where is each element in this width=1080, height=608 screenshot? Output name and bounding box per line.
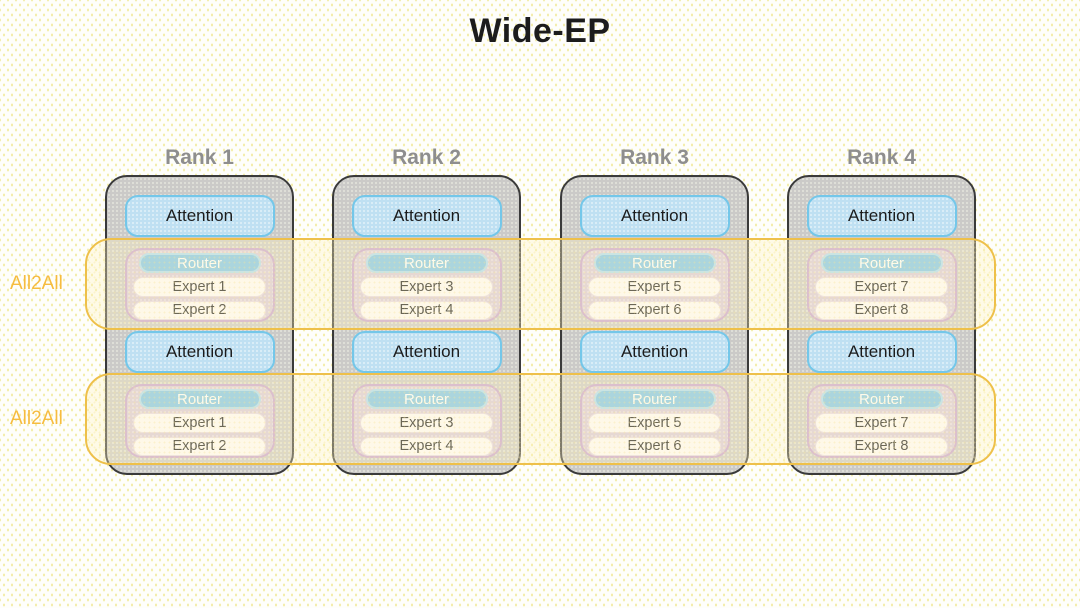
attention-block: Attention (124, 331, 275, 373)
all2all-label-top: All2All (10, 273, 63, 294)
expert-pill: Expert 3 (360, 277, 493, 297)
expert-pill: Expert 8 (815, 300, 948, 320)
moe-group: Router Expert 7 Expert 8 (806, 384, 957, 458)
attention-block: Attention (806, 331, 957, 373)
moe-group: Router Expert 5 Expert 6 (579, 248, 730, 322)
expert-pill: Expert 6 (588, 300, 721, 320)
attention-block: Attention (124, 195, 275, 237)
rank-title: Rank 4 (847, 146, 916, 169)
attention-block: Attention (579, 195, 730, 237)
rank-box: Attention Router Expert 1 Expert 2 Atten… (105, 175, 294, 475)
rank-column-1: Rank 1 Attention Router Expert 1 Expert … (105, 146, 294, 475)
rank-column-2: Rank 2 Attention Router Expert 3 Expert … (332, 146, 521, 475)
moe-group: Router Expert 1 Expert 2 (124, 248, 275, 322)
moe-group: Router Expert 3 Expert 4 (351, 248, 502, 322)
expert-pill: Expert 5 (588, 413, 721, 433)
moe-group: Router Expert 1 Expert 2 (124, 384, 275, 458)
rank-title: Rank 2 (392, 146, 461, 169)
expert-pill: Expert 7 (815, 413, 948, 433)
expert-pill: Expert 1 (133, 277, 266, 297)
attention-block: Attention (806, 195, 957, 237)
expert-pill: Expert 8 (815, 436, 948, 456)
router-pill: Router (593, 253, 716, 273)
all2all-label-bottom: All2All (10, 408, 63, 429)
router-pill: Router (138, 253, 261, 273)
expert-pill: Expert 5 (588, 277, 721, 297)
expert-pill: Expert 7 (815, 277, 948, 297)
expert-pill: Expert 2 (133, 300, 266, 320)
router-pill: Router (365, 389, 488, 409)
rank-title: Rank 3 (620, 146, 689, 169)
router-pill: Router (365, 253, 488, 273)
expert-pill: Expert 4 (360, 436, 493, 456)
router-pill: Router (593, 389, 716, 409)
expert-pill: Expert 6 (588, 436, 721, 456)
rank-box: Attention Router Expert 3 Expert 4 Atten… (332, 175, 521, 475)
expert-pill: Expert 1 (133, 413, 266, 433)
moe-group: Router Expert 3 Expert 4 (351, 384, 502, 458)
router-pill: Router (138, 389, 261, 409)
router-pill: Router (820, 253, 943, 273)
rank-box: Attention Router Expert 5 Expert 6 Atten… (560, 175, 749, 475)
rank-column-4: Rank 4 Attention Router Expert 7 Expert … (787, 146, 976, 475)
expert-pill: Expert 2 (133, 436, 266, 456)
rank-box: Attention Router Expert 7 Expert 8 Atten… (787, 175, 976, 475)
expert-pill: Expert 3 (360, 413, 493, 433)
moe-group: Router Expert 5 Expert 6 (579, 384, 730, 458)
expert-pill: Expert 4 (360, 300, 493, 320)
rank-title: Rank 1 (165, 146, 234, 169)
moe-group: Router Expert 7 Expert 8 (806, 248, 957, 322)
diagram-title: Wide-EP (469, 12, 611, 50)
attention-block: Attention (351, 195, 502, 237)
rank-column-3: Rank 3 Attention Router Expert 5 Expert … (560, 146, 749, 475)
attention-block: Attention (579, 331, 730, 373)
attention-block: Attention (351, 331, 502, 373)
router-pill: Router (820, 389, 943, 409)
